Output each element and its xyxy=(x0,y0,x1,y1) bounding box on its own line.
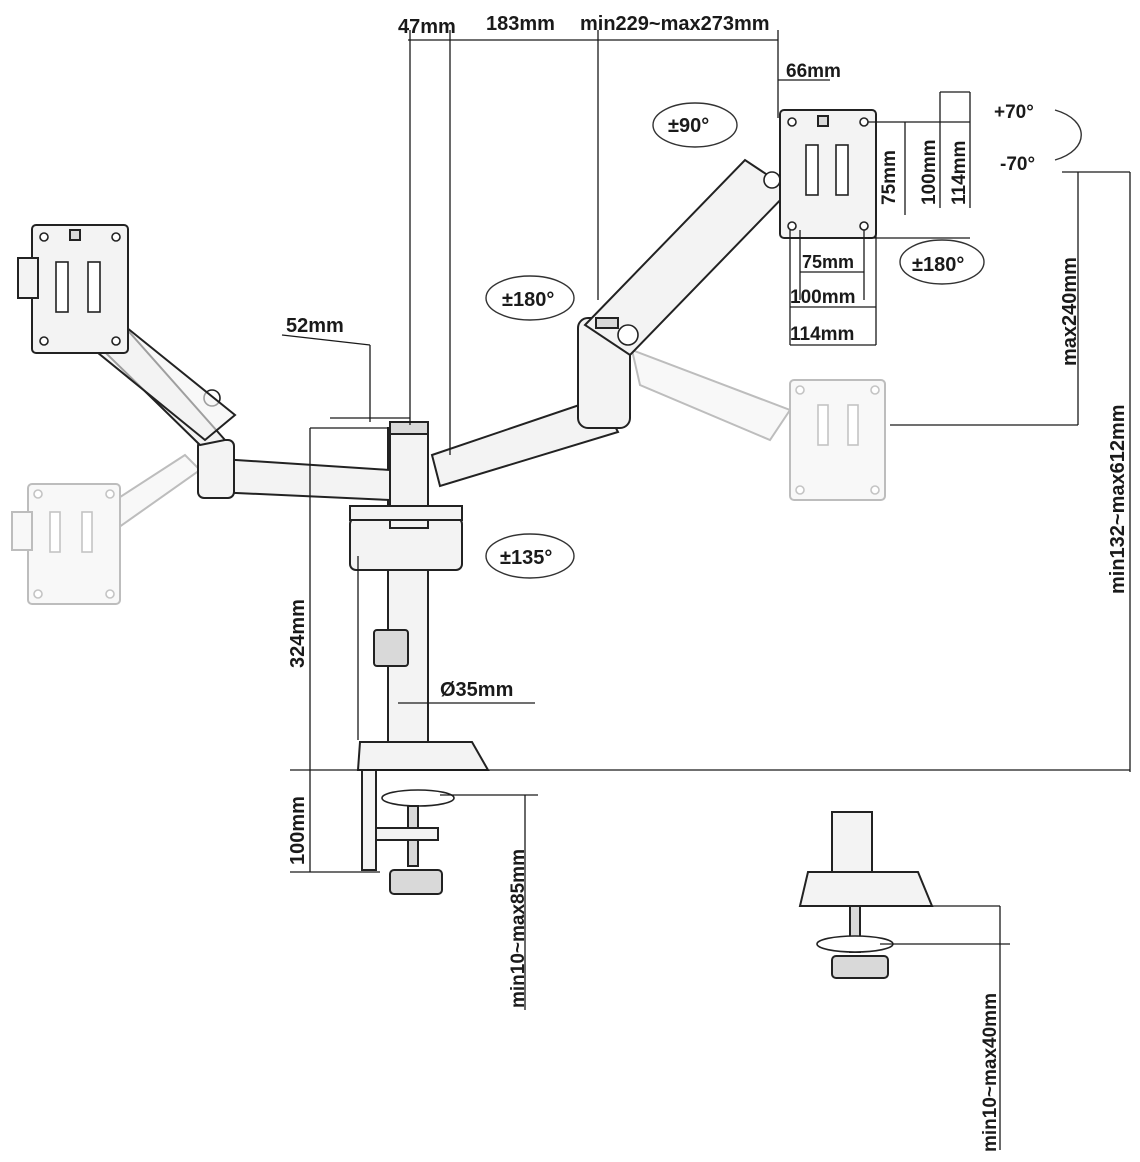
right-vesa-plate xyxy=(779,109,877,239)
cable-clip xyxy=(373,629,409,667)
center-hub xyxy=(349,421,463,571)
label-100mm: 100mm xyxy=(287,796,309,865)
desk-clamp xyxy=(356,741,490,895)
label-tilt-up: +70° xyxy=(994,102,1034,123)
label-clamp-range: min10~max85mm xyxy=(508,849,529,1008)
label-tilt-down: -70° xyxy=(1000,154,1035,175)
label-max240mm: max240mm xyxy=(1059,257,1081,366)
label-arm-reach: min229~max273mm xyxy=(580,13,770,35)
dimension-lines xyxy=(281,30,1131,1150)
label-183mm: 183mm xyxy=(486,13,555,35)
label-vesa-horizontal-100: 100mm xyxy=(790,287,856,308)
label-rotation-135: ±135° xyxy=(500,547,552,569)
label-vesa-horizontal-114: 114mm xyxy=(790,324,854,345)
label-52mm: 52mm xyxy=(286,315,344,337)
label-66mm: 66mm xyxy=(786,61,841,82)
right-arm xyxy=(430,158,792,488)
ghost-left-monitor-position xyxy=(11,453,202,605)
left-vesa-plate xyxy=(17,224,129,354)
label-grommet-range: min10~max40mm xyxy=(980,993,1001,1152)
rotation-arrows xyxy=(485,102,1082,579)
label-vesa-vertical-100: 100mm xyxy=(919,140,940,206)
ghost-right-monitor-position xyxy=(630,348,886,501)
label-vesa-horizontal-75: 75mm xyxy=(802,252,854,272)
label-pole-diameter: Ø35mm xyxy=(440,679,513,701)
grommet-mount xyxy=(798,811,934,979)
label-vesa-vertical-114: 114mm xyxy=(949,141,970,205)
label-vesa-vertical-75: 75mm xyxy=(879,150,900,205)
label-rotation-180-arm: ±180° xyxy=(502,289,554,311)
label-rotation-90: ±90° xyxy=(668,115,709,137)
dimension-labels: 47mm 183mm min229~max273mm 66mm ±90° +70… xyxy=(286,13,1129,1152)
label-47mm: 47mm xyxy=(398,16,456,38)
label-324mm: 324mm xyxy=(287,599,309,668)
label-rotation-180-plate: ±180° xyxy=(912,254,964,276)
label-height-range: min132~max612mm xyxy=(1107,404,1129,594)
